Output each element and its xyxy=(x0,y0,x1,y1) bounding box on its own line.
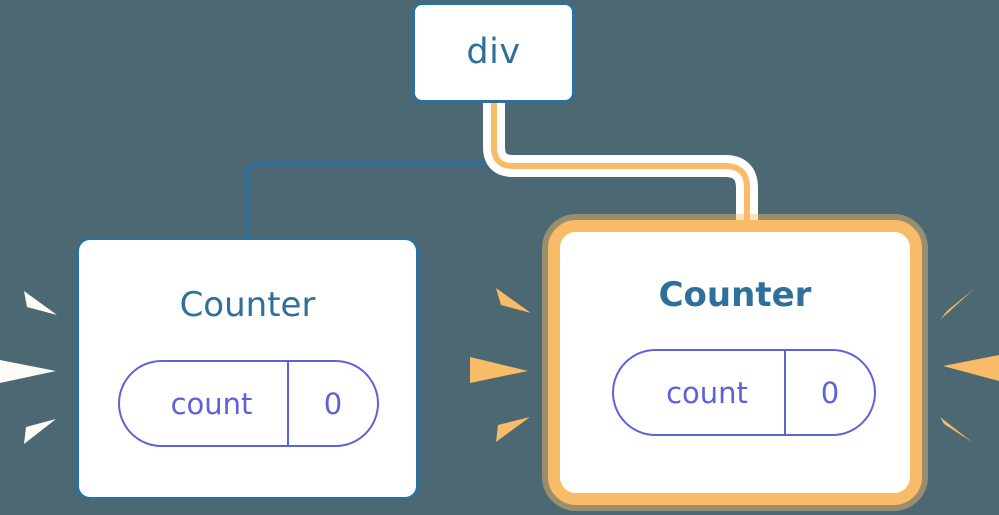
spark-orange-right-bottom xyxy=(940,417,972,442)
spark-orange-right-top xyxy=(940,288,975,320)
state-key-right: count xyxy=(666,375,748,410)
node-counter-left-label: Counter xyxy=(179,285,316,325)
state-pill-left: count 0 xyxy=(118,360,379,447)
node-counter-right-label: Counter xyxy=(658,275,812,315)
state-divider-left xyxy=(287,362,289,445)
spark-orange-mid-bottom xyxy=(496,417,530,442)
edge-div-to-left-counter xyxy=(245,101,496,241)
node-div-label: div xyxy=(466,32,521,72)
spark-orange-mid-top xyxy=(496,288,531,313)
right-sparks xyxy=(940,288,999,442)
node-counter-left[interactable]: Counter count 0 xyxy=(76,237,419,500)
state-divider-right xyxy=(784,351,786,434)
spark-orange-right-center xyxy=(943,355,999,381)
spark-white-mid xyxy=(0,360,56,383)
spark-white-top xyxy=(24,291,57,315)
node-div[interactable]: div xyxy=(412,2,575,103)
state-key-left: count xyxy=(170,386,253,421)
spark-white-bottom xyxy=(24,419,56,444)
state-value-left: 0 xyxy=(323,386,343,421)
spark-orange-mid-center xyxy=(470,357,528,383)
left-sparks xyxy=(0,291,57,444)
state-pill-right: count 0 xyxy=(612,349,876,436)
node-counter-right[interactable]: Counter count 0 xyxy=(560,232,910,493)
middle-sparks xyxy=(470,288,531,442)
node-counter-right-highlight-ring[interactable]: Counter count 0 xyxy=(548,220,922,505)
state-value-right: 0 xyxy=(820,375,840,410)
edge-div-to-right-counter xyxy=(491,103,750,232)
